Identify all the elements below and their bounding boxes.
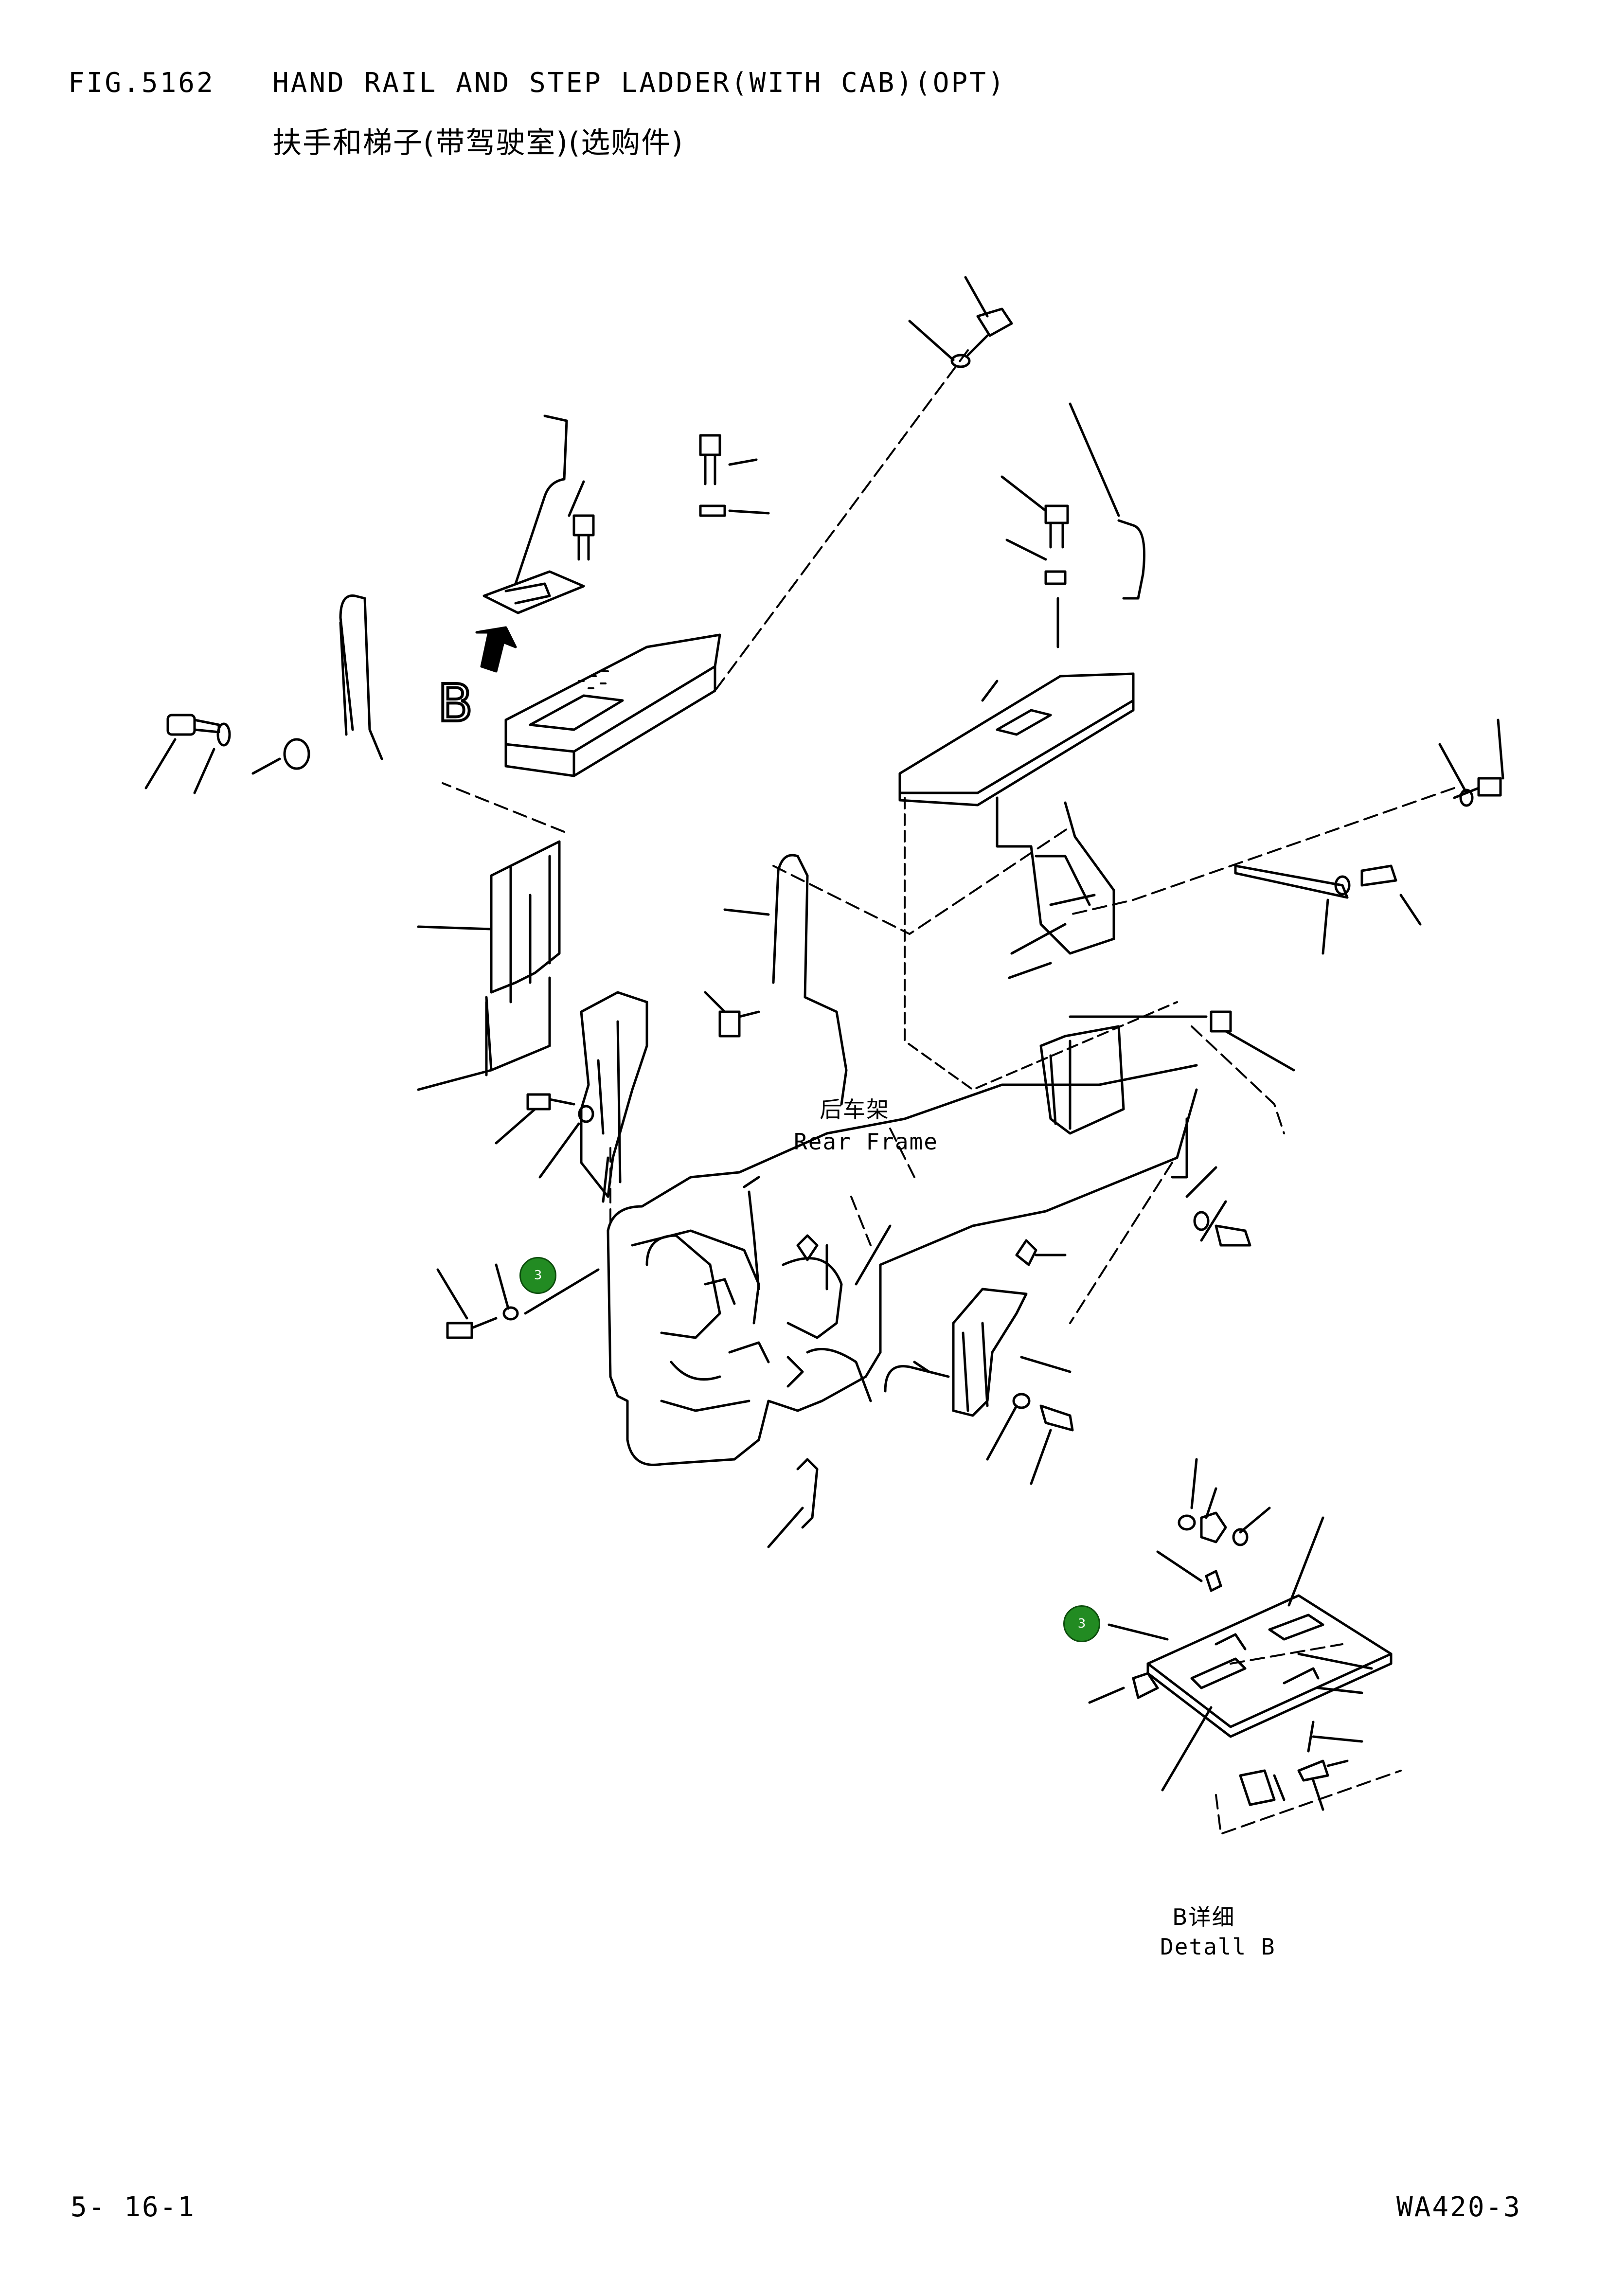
detail-b-assembly [1088,1458,1393,1811]
mid-left-bolts [495,1093,609,1203]
callout-badge-3-detail: 3 [1063,1605,1100,1642]
platform-bolts [568,434,770,561]
figure-title-english: HAND RAIL AND STEP LADDER(WITH CAB)(OPT) [272,67,1006,99]
detail-b-label-english: Detall B [1160,1934,1276,1960]
left-ladder [417,840,561,1091]
left-top-handrail [514,414,568,585]
right-rod-and-bolts [1069,718,1504,1072]
upper-right-bolt [908,276,1013,368]
view-arrow [475,626,517,673]
bottom-strap [796,1458,819,1529]
rear-frame-label-chinese: 后车架 [820,1096,890,1123]
right-ladder [996,796,1125,1135]
detail-b-label-chinese: B详细 [1172,1904,1235,1930]
right-lower-bracket [952,1239,1072,1417]
small-plate [482,570,585,614]
rear-frame [607,1064,1198,1466]
machine-model: WA420-3 [1396,2191,1521,2223]
right-top-handrail [1117,519,1145,600]
lower-right-bolts [913,1166,1251,1485]
figure-title-chinese: 扶手和梯子(带驾驶室)(选购件) [272,126,684,160]
left-long-handrail [339,594,383,760]
callout-3-left-bolt [436,1263,600,1339]
left-bolt-group [144,714,310,794]
page-number: 5- 16-1 [71,2191,196,2223]
view-b-marker: B [436,672,474,735]
figure-number: FIG.5162 [68,67,215,99]
callout-badge-3-left: 3 [519,1257,556,1294]
left-step-platform [504,633,721,777]
center-left-bracket [580,991,648,1198]
right-mid-bolts [1001,475,1069,648]
center-handrail [704,854,848,1106]
right-step-platform [898,672,1178,1091]
rear-frame-label-english: Rear Frame [794,1129,938,1155]
